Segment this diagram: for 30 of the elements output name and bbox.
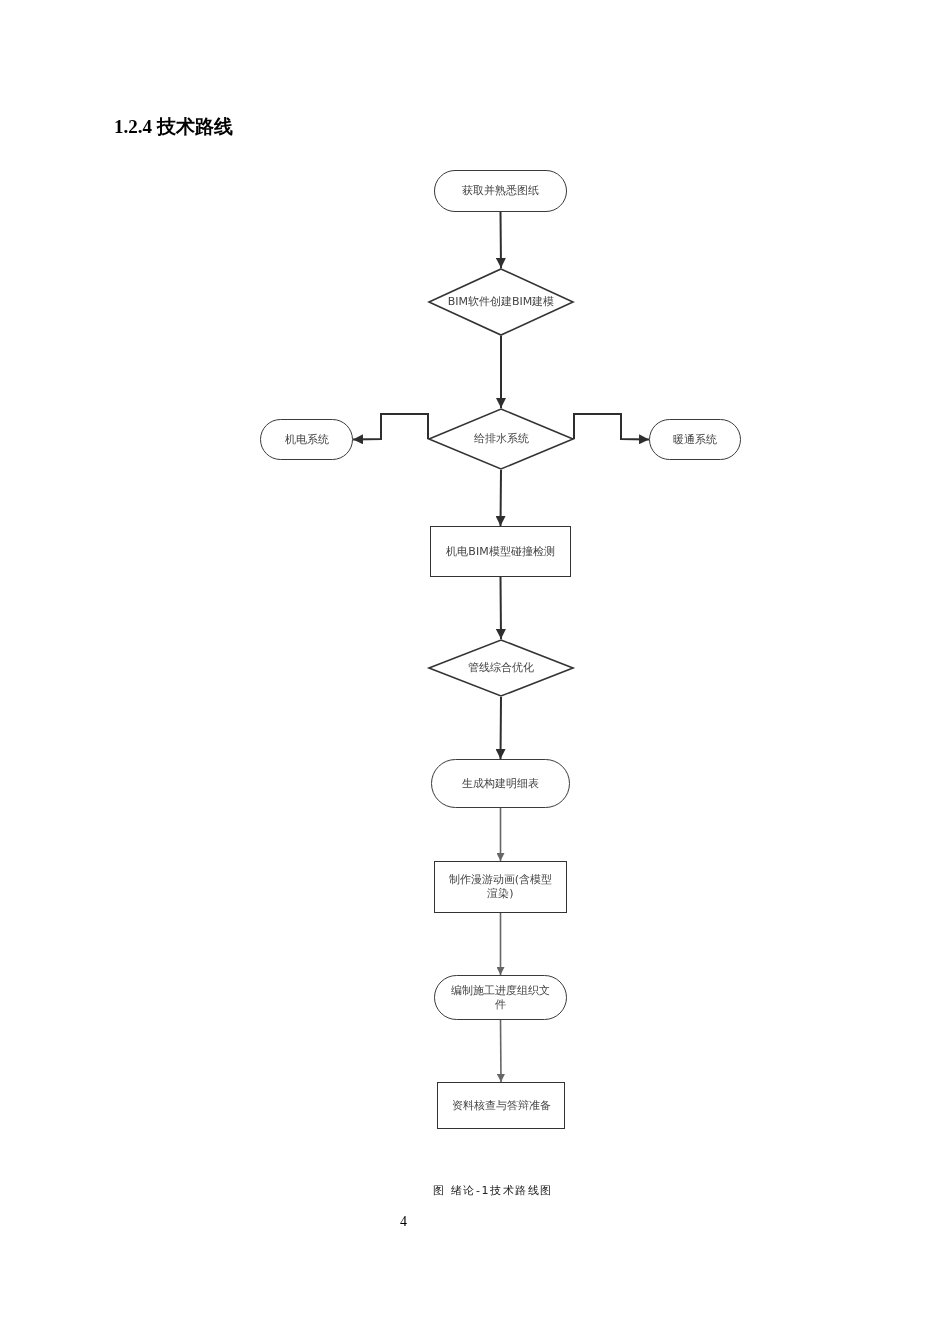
node-label: 资料核查与答辩准备 [451,1098,551,1113]
arrow [352,413,429,445]
node-label: 机电BIM模型碰撞检测 [446,544,555,559]
node-label: 给排水系统 [473,432,529,446]
node-label: 机电系统 [284,432,329,447]
arrow [496,1019,505,1083]
node-label: BIM软件创建BIM建模 [447,295,555,309]
decision-diamond [428,639,574,697]
node-label: 制作漫游动画(含模型渲染) [447,873,554,901]
node-label: 编制施工进度组织文件 [450,983,551,1012]
node-label: 暖通系统 [673,432,717,447]
decision-diamond [428,408,574,470]
node-label: 管线综合优化 [468,661,534,675]
arrow [495,469,506,527]
decision-diamond [428,268,574,336]
figure-caption: 图 绪论-1技术路线图 [433,1183,554,1198]
section-heading: 1.2.4 技术路线 [114,115,233,139]
arrow [496,807,505,862]
arrow [496,335,506,409]
process-box [434,861,567,913]
arrow [495,576,506,640]
arrow [495,211,506,269]
node-label: 生成构建明细表 [462,776,539,791]
arrow [495,696,506,760]
arrow [573,413,650,445]
arrow [496,912,505,976]
process-box [430,526,571,577]
process-box [437,1082,565,1129]
node-label: 获取并熟悉图纸 [462,184,539,198]
page-number: 4 [400,1214,407,1230]
